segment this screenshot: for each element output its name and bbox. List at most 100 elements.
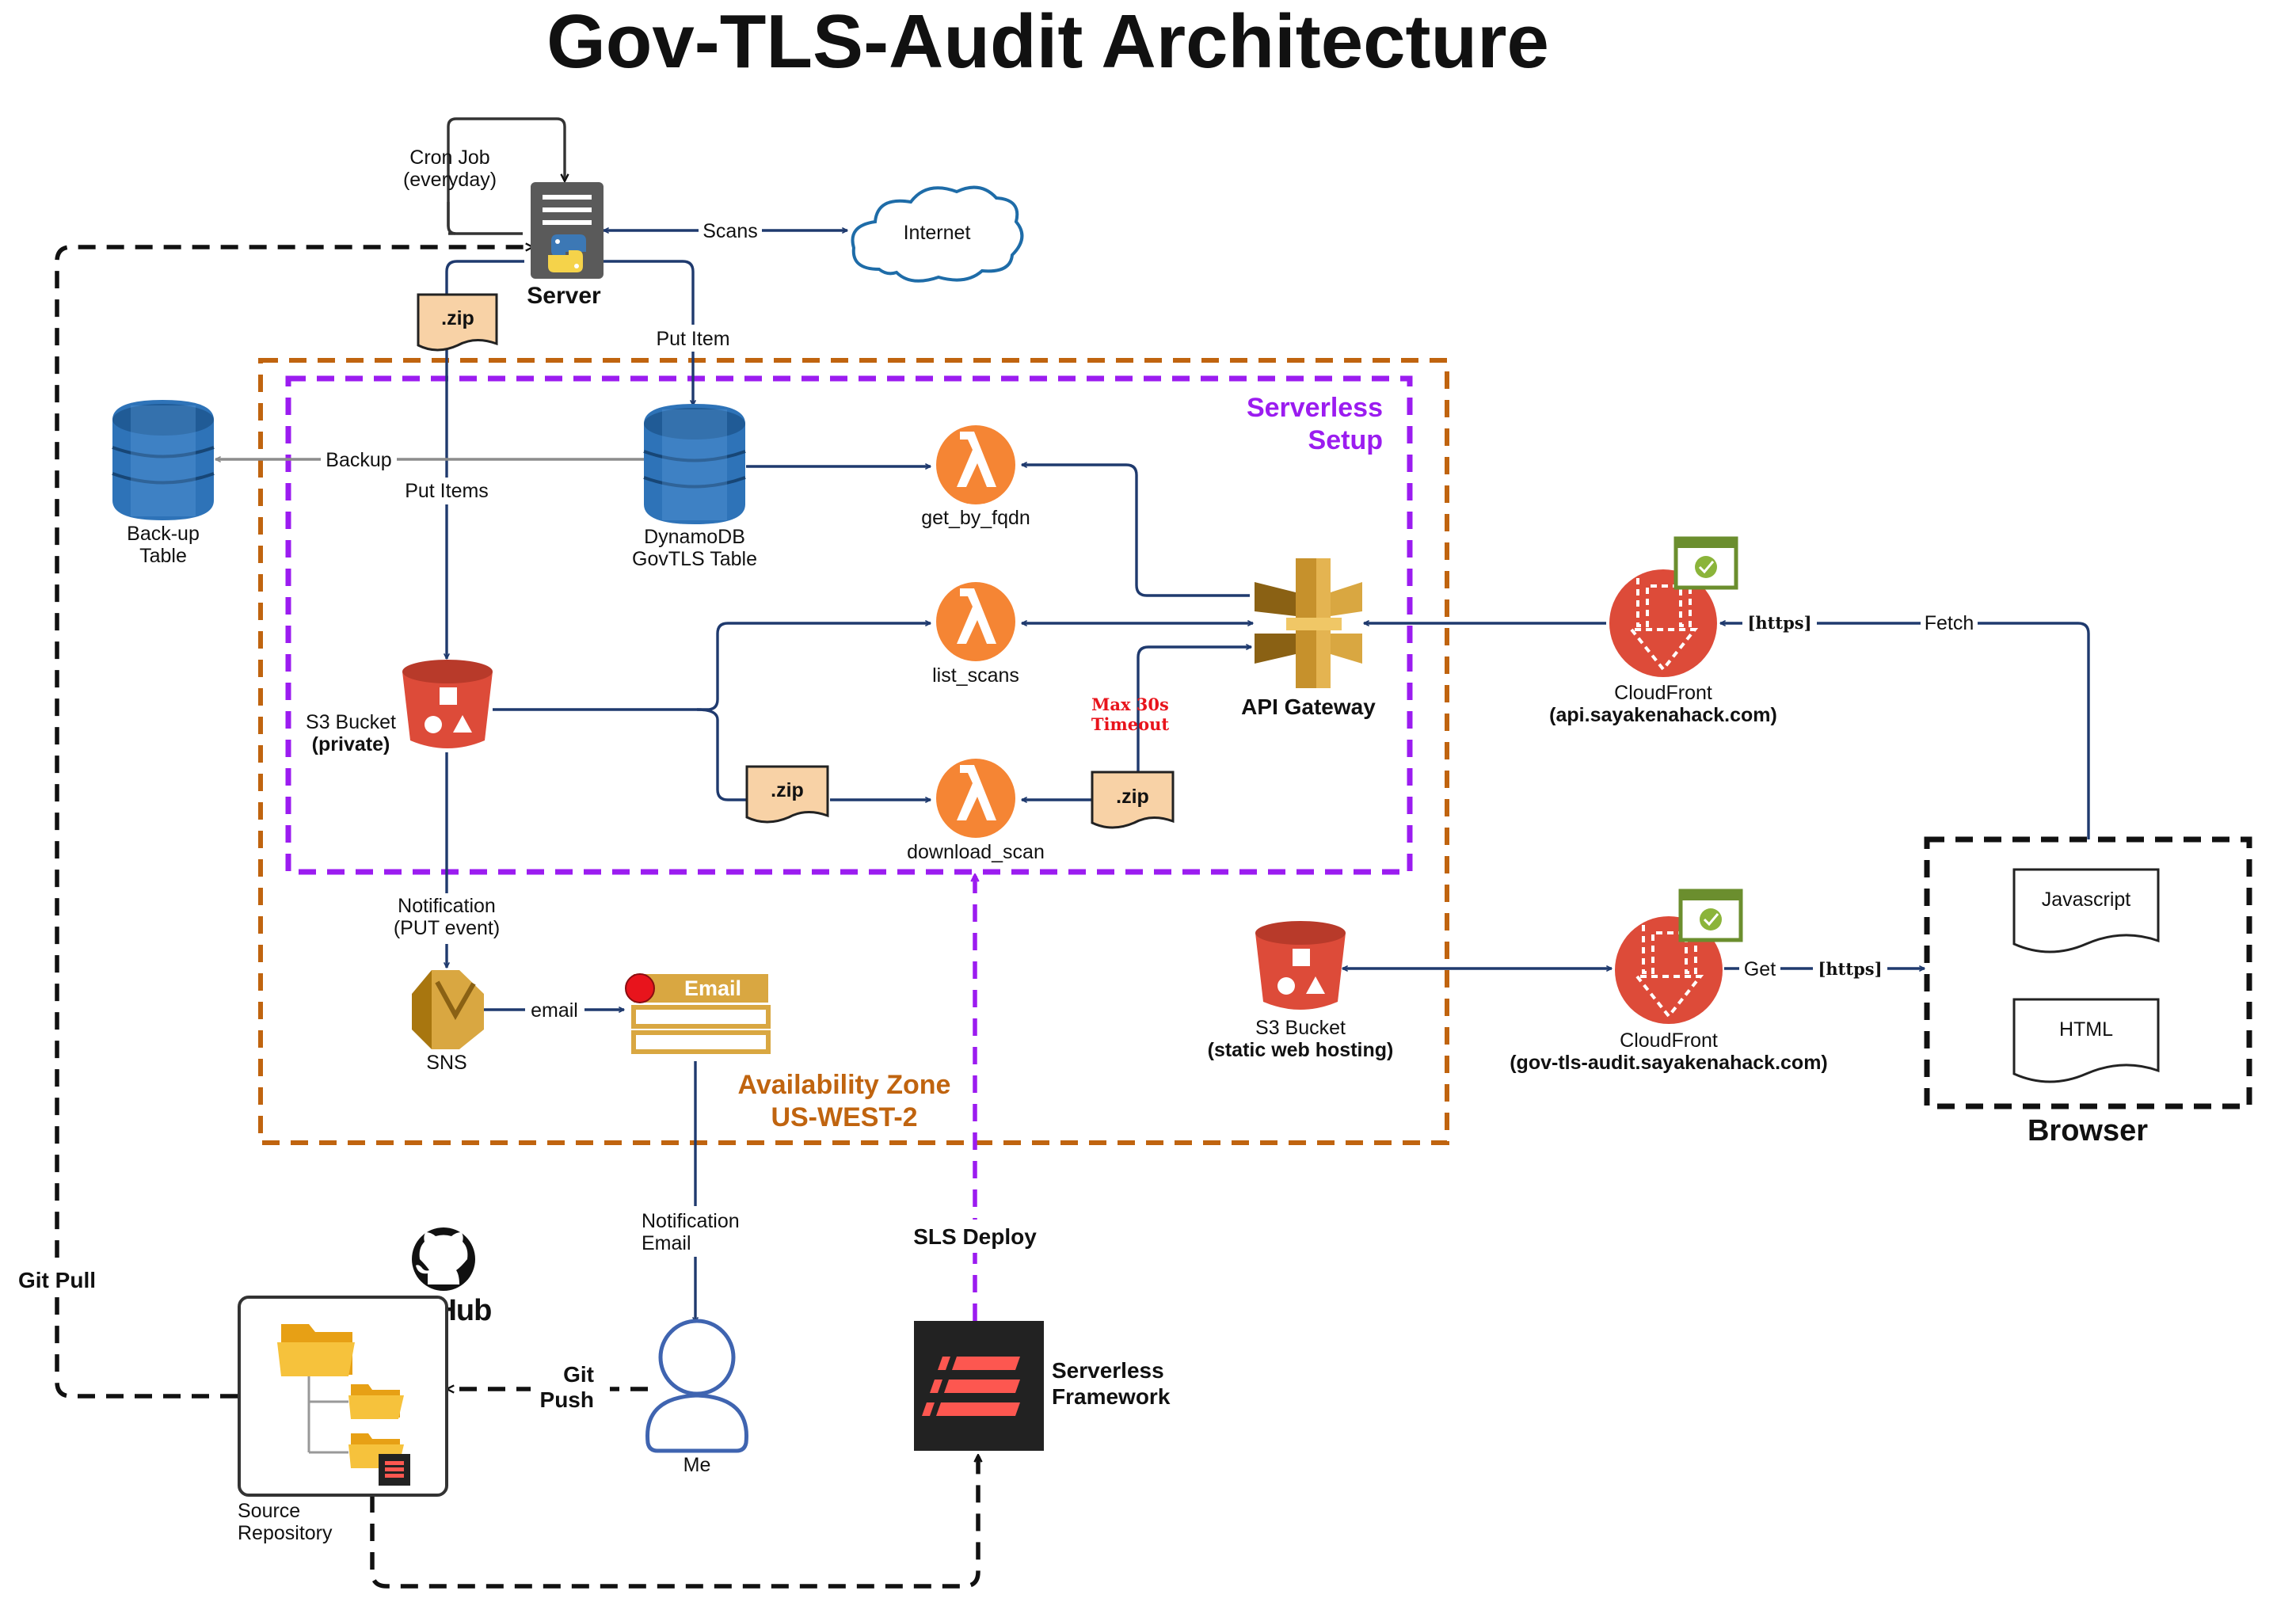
api-gateway-icon — [1255, 558, 1362, 688]
sns-label: SNS — [426, 1052, 466, 1074]
dynamodb-icon — [643, 404, 746, 524]
zipout-to-apigw-connector — [1137, 647, 1251, 772]
git-push-label-line2: Push — [540, 1387, 594, 1412]
user-icon — [645, 1319, 748, 1453]
zip-server-label: .zip — [441, 307, 474, 329]
html-document-icon — [2012, 998, 2160, 1083]
sns-node: SNS — [412, 970, 484, 1074]
document-icon — [417, 293, 498, 352]
lambda-get-by-fqdn-node: get_by_fqdn — [921, 425, 1030, 529]
serverless-framework-label-line2: Framework — [1052, 1384, 1171, 1409]
cloudfront-web-label-line1: CloudFront — [1620, 1029, 1718, 1052]
serverless-logo-icon — [914, 1321, 1044, 1451]
notification-put-label-line2: (PUT event) — [394, 917, 500, 939]
put-items-label: Put Items — [405, 480, 489, 502]
timeout-label-line1: Max 30s — [1091, 695, 1169, 714]
availability-zone-boundary — [258, 358, 1449, 1145]
notification-email-label-line1: Notification — [642, 1210, 740, 1232]
document-icon — [1091, 771, 1175, 829]
backup-table-label-line2: Table — [139, 545, 187, 567]
cron-job-label-line1: Cron Job — [409, 147, 489, 169]
dynamodb-label-line1: DynamoDB — [644, 526, 745, 548]
browser-html-label: HTML — [2059, 1018, 2113, 1041]
s3-bucket-icon — [1255, 921, 1346, 1010]
scans-label: Scans — [703, 220, 757, 242]
browser-node: Javascript HTML Browser — [1924, 836, 2252, 1147]
serverless-setup-label-line2: Setup — [1308, 425, 1383, 455]
dynamodb-label-line2: GovTLS Table — [632, 548, 757, 570]
cloudfront-icon — [1615, 889, 1743, 1024]
lambda-icon — [936, 759, 1015, 838]
source-repo-label-line1: Source — [238, 1500, 300, 1522]
lambda-icon — [936, 582, 1015, 661]
cron-job-loop-return — [447, 202, 523, 235]
email-icon: Email — [625, 973, 771, 1054]
put-items-connector — [447, 260, 524, 659]
s3-private-node: S3 Bucket (private) — [306, 660, 493, 755]
lambda-get-by-fqdn-label: get_by_fqdn — [921, 507, 1030, 529]
source-repo-box — [238, 1296, 448, 1497]
zip-server-node: .zip — [417, 293, 498, 352]
s3-to-zip-connector — [696, 708, 748, 801]
put-item-label: Put Item — [656, 328, 729, 350]
apigw-to-fqdn-connector — [1022, 465, 1250, 597]
dynamodb-node: DynamoDB GovTLS Table — [632, 404, 757, 570]
sls-source-connector — [370, 1456, 978, 1589]
https-web-label: [https] — [1818, 959, 1882, 979]
dynamodb-icon — [112, 400, 215, 520]
api-gateway-label: API Gateway — [1241, 695, 1376, 719]
cloudfront-api-label-line1: CloudFront — [1614, 682, 1712, 704]
document-icon — [745, 765, 829, 824]
backup-table-label-line1: Back-up — [127, 523, 200, 545]
lambda-list-scans-node: list_scans — [932, 582, 1019, 687]
put-item-connector — [604, 260, 693, 405]
fetch-label: Fetch — [1925, 612, 1974, 634]
serverless-setup-label-line1: Serverless — [1247, 393, 1383, 423]
cloud-icon — [851, 185, 1024, 283]
email-edge-label: email — [531, 999, 578, 1022]
api-gateway-node: API Gateway — [1241, 558, 1376, 719]
source-repo-node: Source Repository — [238, 1296, 448, 1544]
cloudfront-api-label-line2: (api.sayakenahack.com) — [1549, 704, 1777, 726]
s3-bucket-icon — [402, 660, 493, 748]
zip-scan-in-node: .zip — [745, 765, 829, 824]
browser-label: Browser — [2028, 1114, 2148, 1147]
folder-tree-icon — [277, 1324, 410, 1486]
python-server-icon — [531, 182, 604, 279]
browser-boundary — [1924, 836, 2252, 1109]
me-node: Me — [645, 1319, 748, 1476]
github-icon — [412, 1227, 475, 1291]
s3-private-label-line1: S3 Bucket — [306, 711, 396, 733]
cloudfront-web-label-line2: (gov-tls-audit.sayakenahack.com) — [1510, 1052, 1828, 1074]
internet-node: Internet — [851, 185, 1024, 283]
git-push-label-line1: Git — [563, 1362, 594, 1387]
timeout-label-line2: Timeout — [1091, 714, 1169, 734]
email-label: Email — [684, 976, 741, 1000]
diagram-title: Gov-TLS-Audit Architecture — [546, 0, 1549, 84]
server-node: Server — [527, 182, 604, 309]
cloudfront-api-node: CloudFront (api.sayakenahack.com) — [1549, 536, 1777, 726]
notification-put-label-line1: Notification — [398, 895, 496, 917]
git-pull-connector — [55, 247, 532, 1399]
fetch-connector — [1720, 623, 2090, 839]
get-label: Get — [1744, 958, 1776, 980]
s3-static-node: S3 Bucket (static web hosting) — [1208, 921, 1393, 1061]
s3-static-label-line1: S3 Bucket — [1255, 1017, 1346, 1039]
serverless-framework-label-line1: Serverless — [1052, 1358, 1164, 1383]
internet-label: Internet — [904, 222, 971, 244]
browser-javascript-label: Javascript — [2042, 889, 2131, 911]
sns-icon — [412, 970, 484, 1049]
server-label: Server — [527, 283, 601, 309]
email-node: Email — [625, 973, 771, 1054]
availability-zone-label-line1: Availability Zone — [738, 1070, 951, 1100]
availability-zone-label-line2: US-WEST-2 — [771, 1102, 917, 1132]
notification-email-label-line2: Email — [642, 1232, 691, 1254]
lambda-icon — [936, 425, 1015, 504]
cloudfront-icon — [1609, 536, 1738, 677]
serverless-framework-node: Serverless Framework — [914, 1321, 1171, 1451]
s3-to-list-connector — [493, 623, 931, 711]
git-pull-label: Git Pull — [18, 1268, 96, 1292]
zip-scan-out-label: .zip — [1116, 786, 1149, 808]
